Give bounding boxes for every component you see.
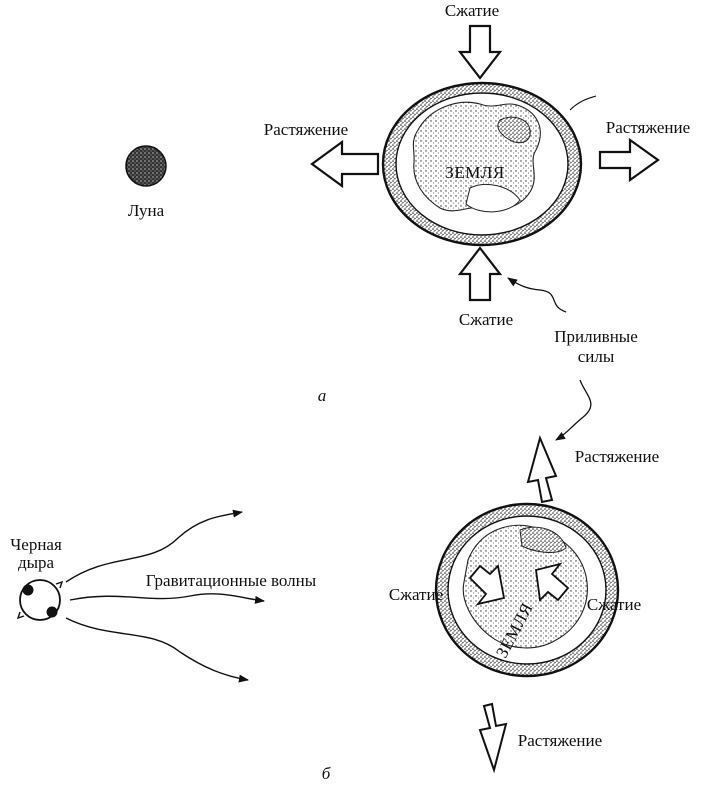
label-compression-right-b: Сжатие [587, 595, 641, 614]
panel-a-letter: а [318, 386, 327, 405]
earth-a-label: ЗЕМЛЯ [445, 163, 504, 182]
label-compression-left-b: Сжатие [389, 585, 443, 604]
stretch-arrow-top-b [526, 434, 558, 504]
gravitational-waves-label: Гравитационные волны [146, 571, 317, 590]
stretch-arrow-bottom-b [478, 702, 508, 774]
compression-arrow-left-b [468, 564, 506, 606]
earth-b: ЗЕМЛЯ [434, 502, 620, 678]
stretch-arrow-right [598, 137, 660, 183]
compression-arrow-top [457, 24, 503, 80]
black-hole-label-line2: дыра [18, 553, 55, 572]
gravitational-wave-middle [69, 593, 265, 604]
compression-arrow-bottom [457, 246, 503, 302]
moon-label: Луна [128, 201, 165, 220]
label-stretch-top-b: Растяжение [575, 447, 659, 466]
label-stretch-bottom-b: Растяжение [518, 731, 602, 750]
black-hole-binary [16, 579, 64, 621]
label-stretch-left: Растяжение [264, 120, 348, 139]
black-hole-2 [46, 606, 58, 618]
black-hole-1 [22, 584, 34, 596]
ocean-bulge-pointer [569, 95, 597, 111]
tidal-forces-label-line1: Приливные [554, 327, 638, 346]
black-hole-label-line1: Черная [10, 535, 62, 554]
label-stretch-right: Растяжение [606, 118, 690, 137]
gravitational-wave-lower [65, 617, 249, 683]
stretch-arrow-left [310, 139, 380, 189]
earth-a: ЗЕМЛЯ [381, 81, 583, 247]
panel-b-letter: б [322, 764, 331, 783]
label-compression-top: Сжатие [445, 1, 499, 20]
tidal-forces-pointer-a [507, 277, 567, 313]
gravitational-wave-upper [65, 509, 243, 583]
compression-arrow-right-b [535, 562, 570, 602]
label-compression-bottom: Сжатие [459, 310, 513, 329]
tidal-forces-pointer-b [555, 379, 592, 441]
panel-b: Черная дыра Гравитационные волны ЗЕМЛЯ С… [10, 434, 659, 783]
tidal-forces-label-line2: силы [578, 347, 615, 366]
panel-a: Сжатие ЗЕМЛЯ Сжатие Растяжение Растяжени… [125, 1, 690, 405]
moon-icon [125, 145, 167, 187]
